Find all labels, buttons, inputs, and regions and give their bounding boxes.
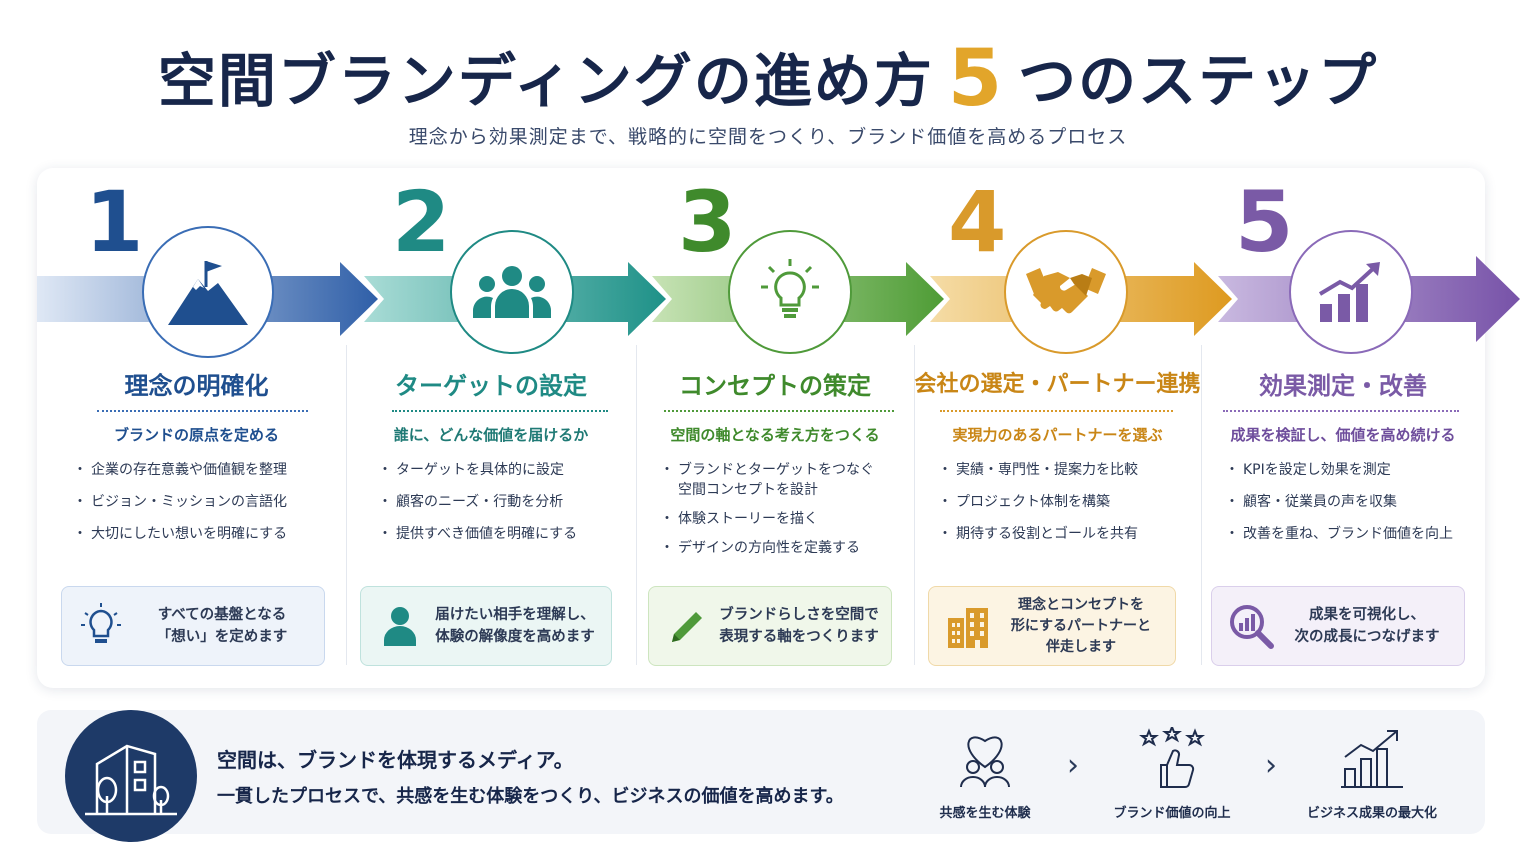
step-icon-circle	[1004, 230, 1128, 354]
step-1: 1 理念の明確化 ブランドの原点を定める 企業の存在意義や価値観を整理 ビジョン…	[37, 168, 346, 688]
step-icon-circle	[728, 230, 852, 354]
summary-description: 一貫したプロセスで、共感を生む体験をつくり、ビジネスの価値を高めます。	[217, 786, 844, 807]
thumbs-up-stars-icon	[1139, 727, 1205, 788]
building-icon	[948, 608, 988, 648]
title-step-count: 5	[947, 34, 1005, 124]
step-title: 効果測定・改善	[1259, 372, 1427, 400]
outcome-business-results: ビジネス成果の最大化	[1297, 724, 1447, 821]
step-note-text: 理念とコンセプトを 形にするパートナーと 伴走します	[1010, 596, 1152, 655]
list-item: 期待する役割とゴールを共有	[938, 524, 1191, 544]
person-icon	[384, 607, 416, 646]
list-item: 大切にしたい想いを明確にする	[73, 524, 336, 544]
step-items: KPIを設定し効果を測定 顧客・従業員の声を収集 改善を重ね、ブランド価値を向上	[1225, 460, 1475, 556]
magnifier-chart-icon	[1230, 605, 1274, 649]
step-note: 理念とコンセプトを 形にするパートナーと 伴走します	[928, 586, 1176, 666]
step-note: 成果を可視化し、 次の成長につなげます	[1211, 586, 1465, 666]
list-item: 顧客・従業員の声を収集	[1225, 492, 1475, 512]
outcome-brand-value: ブランド価値の向上	[1097, 724, 1247, 821]
outcome-label: ビジネス成果の最大化	[1306, 806, 1437, 821]
step-note-text: 届けたい相手を理解し、 体験の解像度を高めます	[435, 607, 595, 645]
step-items: 実績・専門性・提案力を比較 プロジェクト体制を構築 期待する役割とゴールを共有	[938, 460, 1191, 556]
step-divider-3	[914, 345, 915, 665]
step-subtitle: 誰に、どんな価値を届けるか	[393, 426, 589, 444]
outcome-label: ブランド価値の向上	[1113, 806, 1231, 821]
heart-people-icon	[960, 736, 1010, 788]
page-subtitle: 理念から効果測定まで、戦略的に空間をつくり、ブランド価値を高めるプロセス	[408, 126, 1128, 148]
step-number: 3	[678, 173, 737, 271]
step-2: 2 ターゲットの設定 誰に、どんな価値を届けるか ターゲットを具体的に設定 顧客…	[346, 168, 636, 688]
building-trees-icon	[85, 744, 177, 816]
step-subtitle: 空間の軸となる考え方をつくる	[670, 426, 880, 444]
step-divider-1	[346, 345, 347, 665]
growth-chart-icon	[1318, 262, 1380, 322]
summary-headline: 空間は、ブランドを体現するメディア。	[217, 748, 574, 772]
step-subtitle: 実現力のあるパートナーを選ぶ	[952, 426, 1163, 444]
step-title-divider	[97, 410, 308, 412]
list-item: 改善を重ね、ブランド価値を向上	[1225, 524, 1475, 544]
title-main-text: 空間ブランディングの進め方	[157, 47, 934, 115]
mountain-flag-icon	[168, 261, 248, 325]
list-item: KPIを設定し効果を測定	[1225, 460, 1475, 480]
step-number: 2	[392, 173, 451, 271]
step-subtitle: ブランドの原点を定める	[113, 426, 279, 444]
step-items: ブランドとターゲットをつなぐ 空間コンセプトを設計 体験ストーリーを描く デザイ…	[660, 460, 904, 567]
step-icon-circle	[1289, 230, 1413, 354]
outcome-label: 共感を生む体験	[939, 806, 1031, 821]
step-title: 会社の選定・パートナー連携	[914, 372, 1201, 397]
step-title-divider	[392, 410, 608, 412]
step-title: 理念の明確化	[124, 372, 269, 400]
list-item: 提供すべき価値を明確にする	[378, 524, 626, 544]
title-suffix-text: つのステップ	[1018, 47, 1379, 115]
handshake-icon	[1026, 268, 1106, 314]
chevron-right-icon: ›	[1067, 748, 1079, 783]
step-divider-2	[636, 345, 637, 665]
step-icon-circle	[142, 226, 274, 358]
list-item: 顧客のニーズ・行動を分析	[378, 492, 626, 512]
step-3: 3 コンセプトの策定 空間の軸となる考え方をつくる ブランドとターゲットをつなぐ…	[636, 168, 914, 688]
step-note-text: すべての基盤となる 「想い」を定めます	[156, 607, 288, 645]
list-item: プロジェクト体制を構築	[938, 492, 1191, 512]
list-item: ターゲットを具体的に設定	[378, 460, 626, 480]
step-title: ターゲットの設定	[395, 372, 587, 400]
list-item: ブランドとターゲットをつなぐ 空間コンセプトを設計	[660, 460, 904, 500]
step-note: すべての基盤となる 「想い」を定めます	[61, 586, 325, 666]
step-number: 5	[1235, 173, 1294, 271]
list-item: 企業の存在意義や価値観を整理	[73, 460, 336, 480]
step-note: 届けたい相手を理解し、 体験の解像度を高めます	[360, 586, 612, 666]
building-emblem	[65, 710, 197, 842]
step-title-divider	[940, 410, 1173, 412]
lightbulb-icon	[81, 603, 121, 643]
pencil-icon	[672, 612, 702, 642]
step-note-text: 成果を可視化し、 次の成長につなげます	[1294, 607, 1440, 645]
list-item: 実績・専門性・提案力を比較	[938, 460, 1191, 480]
chevron-right-icon: ›	[1265, 748, 1277, 783]
bar-chart-growth-icon	[1341, 730, 1403, 788]
step-title: コンセプトの策定	[679, 372, 871, 400]
step-number: 4	[948, 173, 1007, 271]
outcome-empathy: 共感を生む体験	[910, 724, 1060, 821]
step-number: 1	[85, 173, 144, 271]
step-items: ターゲットを具体的に設定 顧客のニーズ・行動を分析 提供すべき価値を明確にする	[378, 460, 626, 556]
list-item: 体験ストーリーを描く	[660, 509, 904, 529]
people-group-icon	[473, 266, 551, 318]
lightbulb-icon	[761, 259, 819, 318]
step-title-divider	[664, 410, 894, 412]
list-item: デザインの方向性を定義する	[660, 538, 904, 558]
step-5: 5 効果測定・改善 成果を検証し、価値を高め続ける KPIを設定し効果を測定 顧…	[1201, 168, 1485, 688]
step-divider-4	[1201, 345, 1202, 665]
step-items: 企業の存在意義や価値観を整理 ビジョン・ミッションの言語化 大切にしたい想いを明…	[73, 460, 336, 556]
step-4: 4 会社の選定・パートナー連携 実現力のあるパートナーを選ぶ 実績・専門性・提案…	[914, 168, 1201, 688]
summary-banner: 空間は、ブランドを体現するメディア。 一貫したプロセスで、共感を生む体験をつくり…	[37, 710, 1485, 842]
list-item: ビジョン・ミッションの言語化	[73, 492, 336, 512]
step-note: ブランドらしさを空間で 表現する軸をつくります	[648, 586, 892, 666]
step-subtitle: 成果を検証し、価値を高め続ける	[1230, 426, 1456, 444]
step-title-divider	[1223, 410, 1459, 412]
step-icon-circle	[450, 230, 574, 354]
step-note-text: ブランドらしさを空間で 表現する軸をつくります	[719, 607, 879, 645]
